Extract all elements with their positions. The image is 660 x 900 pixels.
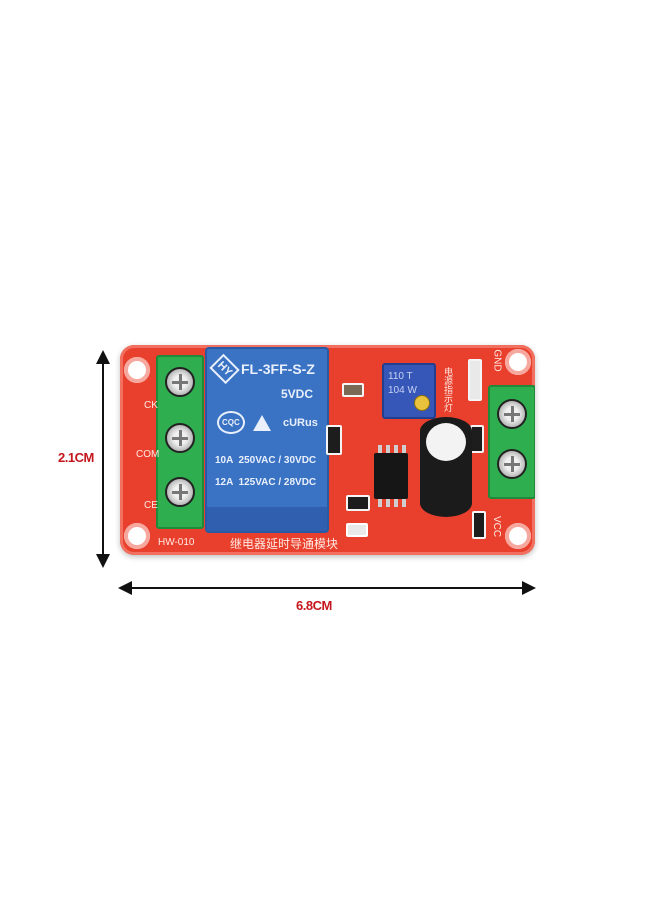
timer-ic [374, 445, 408, 507]
screw-icon [497, 399, 527, 429]
smd-led [346, 523, 368, 537]
smd-diode [470, 425, 484, 453]
relay-model: FL-3FF-S-Z [241, 361, 315, 377]
relay-rating-1: 10A 250VAC / 30VDC [215, 455, 317, 466]
potentiometer: 110 T 104 W [382, 363, 436, 419]
pot-marking-2: 104 W [388, 385, 417, 396]
label-ck: CK [144, 400, 158, 411]
indicator-label: 电源指示灯 [443, 367, 453, 412]
width-label: 6.8CM [296, 598, 332, 613]
adjust-screw-icon [414, 395, 430, 411]
pot-marking-1: 110 T [388, 371, 413, 382]
relay: HY FL-3FF-S-Z 5VDC CQC cURus 10A 250VAC … [205, 347, 329, 533]
electrolytic-capacitor [420, 417, 472, 517]
label-ce: CE [144, 500, 158, 511]
cqc-cert-icon: CQC [217, 411, 245, 434]
arrow-left-icon [118, 581, 132, 595]
height-label: 2.1CM [58, 450, 94, 465]
width-dimension-line [128, 587, 526, 589]
mount-hole-top-right [505, 349, 531, 375]
relay-voltage: 5VDC [281, 387, 314, 401]
relay-base [207, 507, 327, 531]
screw-icon [165, 367, 195, 397]
label-gnd: GND [491, 349, 503, 372]
arrow-up-icon [96, 350, 110, 364]
arrow-right-icon [522, 581, 536, 595]
smd-resistor-right [472, 511, 486, 539]
right-screw-terminal [488, 385, 535, 499]
label-vcc: VCC [491, 515, 503, 538]
left-screw-terminal [156, 355, 204, 529]
ul-cert-icon: cURus [283, 417, 318, 429]
screw-icon [165, 423, 195, 453]
relay-rating-2: 12A 125VAC / 28VDC [215, 477, 317, 488]
smd-transistor [326, 425, 342, 455]
mount-hole-bottom-right [505, 523, 531, 549]
relay-brand-logo: HY [209, 353, 240, 385]
smd-capacitor [342, 383, 364, 397]
label-com: COM [136, 449, 160, 460]
height-dimension-line [102, 360, 104, 558]
relay-module-pcb: CK COM CE HW-010 HY FL-3FF-S-Z 5VDC CQC … [120, 345, 535, 555]
model-silkscreen: HW-010 [158, 537, 195, 548]
power-led [468, 359, 482, 401]
screw-icon [497, 449, 527, 479]
screw-icon [165, 477, 195, 507]
mount-hole-top-left [124, 357, 150, 383]
smd-resistor [346, 495, 370, 511]
arrow-down-icon [96, 554, 110, 568]
mount-hole-bottom-left [124, 523, 150, 549]
module-chinese-label: 继电器延时导通模块 [230, 537, 339, 551]
ce-triangle-icon [253, 415, 271, 431]
